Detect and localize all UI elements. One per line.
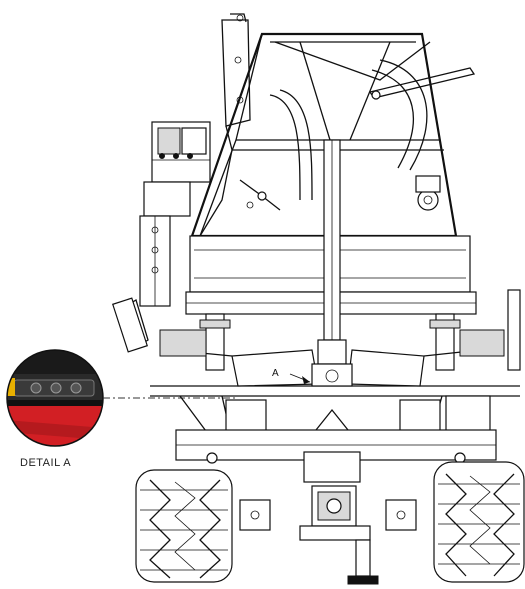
spinner-deck [112, 289, 521, 397]
left-tyre [135, 469, 233, 583]
lower-frame [175, 395, 497, 585]
detail-a-label: DETAIL A [20, 457, 72, 469]
detail-a-zoom [6, 349, 235, 447]
body-box [185, 139, 477, 371]
right-tyre [433, 461, 525, 583]
callout-letter-a: A [272, 368, 279, 379]
left-side-assembly [119, 121, 211, 352]
